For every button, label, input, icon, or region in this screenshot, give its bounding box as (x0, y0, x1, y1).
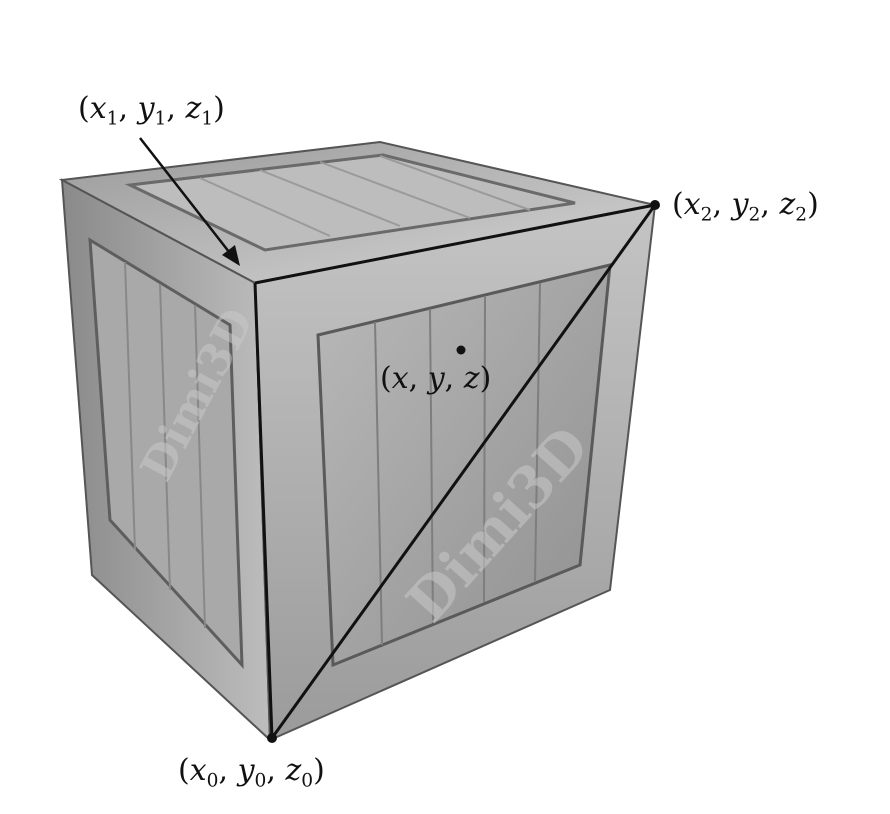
corner1-label: (x1, y1, z1) (78, 91, 225, 130)
corner2-x: x (683, 187, 701, 222)
corner1-z: z (185, 91, 202, 126)
diagonal-line (270, 204, 657, 739)
center-label: (x, y, z) (380, 361, 492, 396)
corner2-y: y (731, 187, 749, 222)
corner0-point (267, 733, 277, 743)
corner2-z: z (779, 187, 796, 222)
left-face: Dimi3D (60, 178, 272, 743)
top-face (58, 140, 656, 285)
bounding-edges (253, 203, 657, 739)
corner0-sub-y: 0 (254, 770, 267, 792)
corner1-arrow (139, 137, 240, 266)
corner0-y: y (237, 753, 255, 788)
corner2-sub-y: 2 (748, 204, 761, 226)
corner0-sub-z: 0 (301, 770, 314, 792)
corner0-label: (x0, y0, z0) (178, 753, 325, 792)
center-x: x (391, 361, 409, 396)
corner1-x: x (89, 91, 107, 126)
corner2-sub-x: 2 (700, 204, 713, 226)
corner1-sub-x: 1 (106, 108, 119, 130)
corner2-sub-z: 2 (795, 204, 808, 226)
corner2-point (650, 200, 660, 210)
front-face: Dimi3D (253, 203, 657, 742)
corner0-x: x (189, 753, 207, 788)
corner1-sub-z: 1 (201, 108, 214, 130)
corner2-label: (x2, y2, z2) (672, 187, 819, 226)
corner1-sub-y: 1 (154, 108, 167, 130)
corner0-z: z (285, 753, 302, 788)
corner0-sub-x: 0 (206, 770, 219, 792)
center-z: z (463, 361, 480, 396)
center-point (456, 345, 466, 355)
corner1-y: y (137, 91, 155, 126)
center-y: y (427, 361, 445, 396)
